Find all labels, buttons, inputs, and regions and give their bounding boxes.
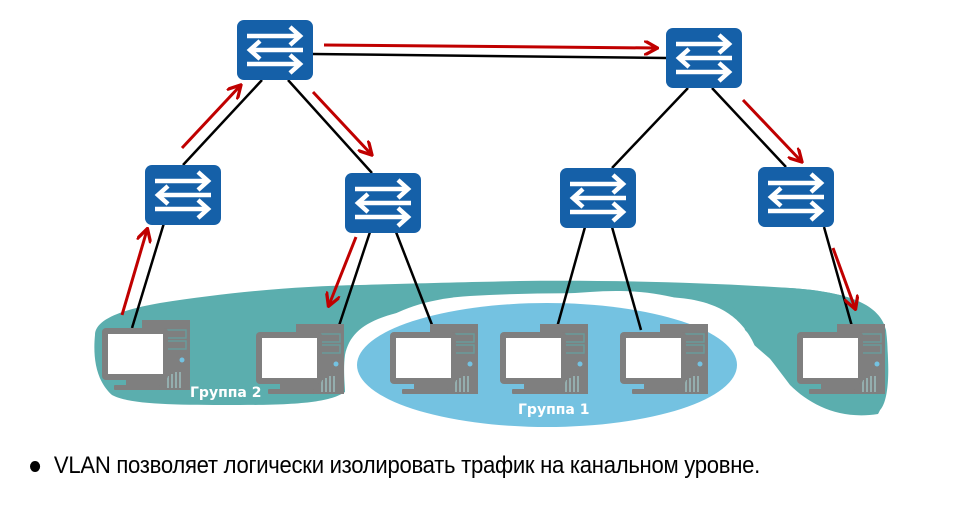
switch-icon	[237, 20, 313, 80]
traffic-arrow	[323, 45, 656, 48]
link-s2-s5	[611, 87, 689, 169]
traffic-arrow	[329, 236, 358, 305]
bullet-icon	[30, 460, 41, 472]
pc-icon	[255, 323, 345, 395]
traffic-path	[120, 45, 855, 316]
link-s1-s3	[182, 79, 263, 166]
caption: VLAN позволяет логически изолировать тра…	[30, 452, 760, 480]
switch-icon	[758, 167, 834, 227]
traffic-arrow	[120, 230, 147, 316]
group2-label: Группа 2	[190, 385, 261, 401]
traffic-arrow	[741, 98, 801, 161]
link-s1-s4	[287, 79, 373, 174]
link-core	[312, 52, 667, 60]
link-s2-s6	[711, 87, 787, 168]
vlan-diagram: Группа 2 Группа 1	[94, 0, 889, 427]
traffic-arrow	[180, 86, 240, 150]
switch-icon	[145, 165, 221, 225]
caption-text: VLAN позволяет логически изолировать тра…	[53, 452, 760, 479]
traffic-arrow	[831, 247, 855, 308]
switch-icon	[666, 28, 742, 88]
pc-icon	[796, 323, 886, 395]
pc-icon	[101, 319, 191, 391]
link-s3-pc1	[130, 222, 166, 329]
link-s5-pc4	[554, 226, 587, 332]
pc-icon	[389, 323, 479, 395]
group1-label: Группа 1	[518, 402, 589, 418]
pc-icon	[499, 323, 589, 395]
switch-icon	[560, 168, 636, 228]
link-s6-pc6	[822, 226, 855, 331]
switch-icon	[345, 173, 421, 233]
links	[130, 52, 855, 366]
traffic-arrow	[311, 90, 371, 154]
link-s4-pc3	[394, 231, 436, 331]
pc-icon	[619, 323, 709, 395]
link-s5-pc5	[610, 226, 643, 331]
